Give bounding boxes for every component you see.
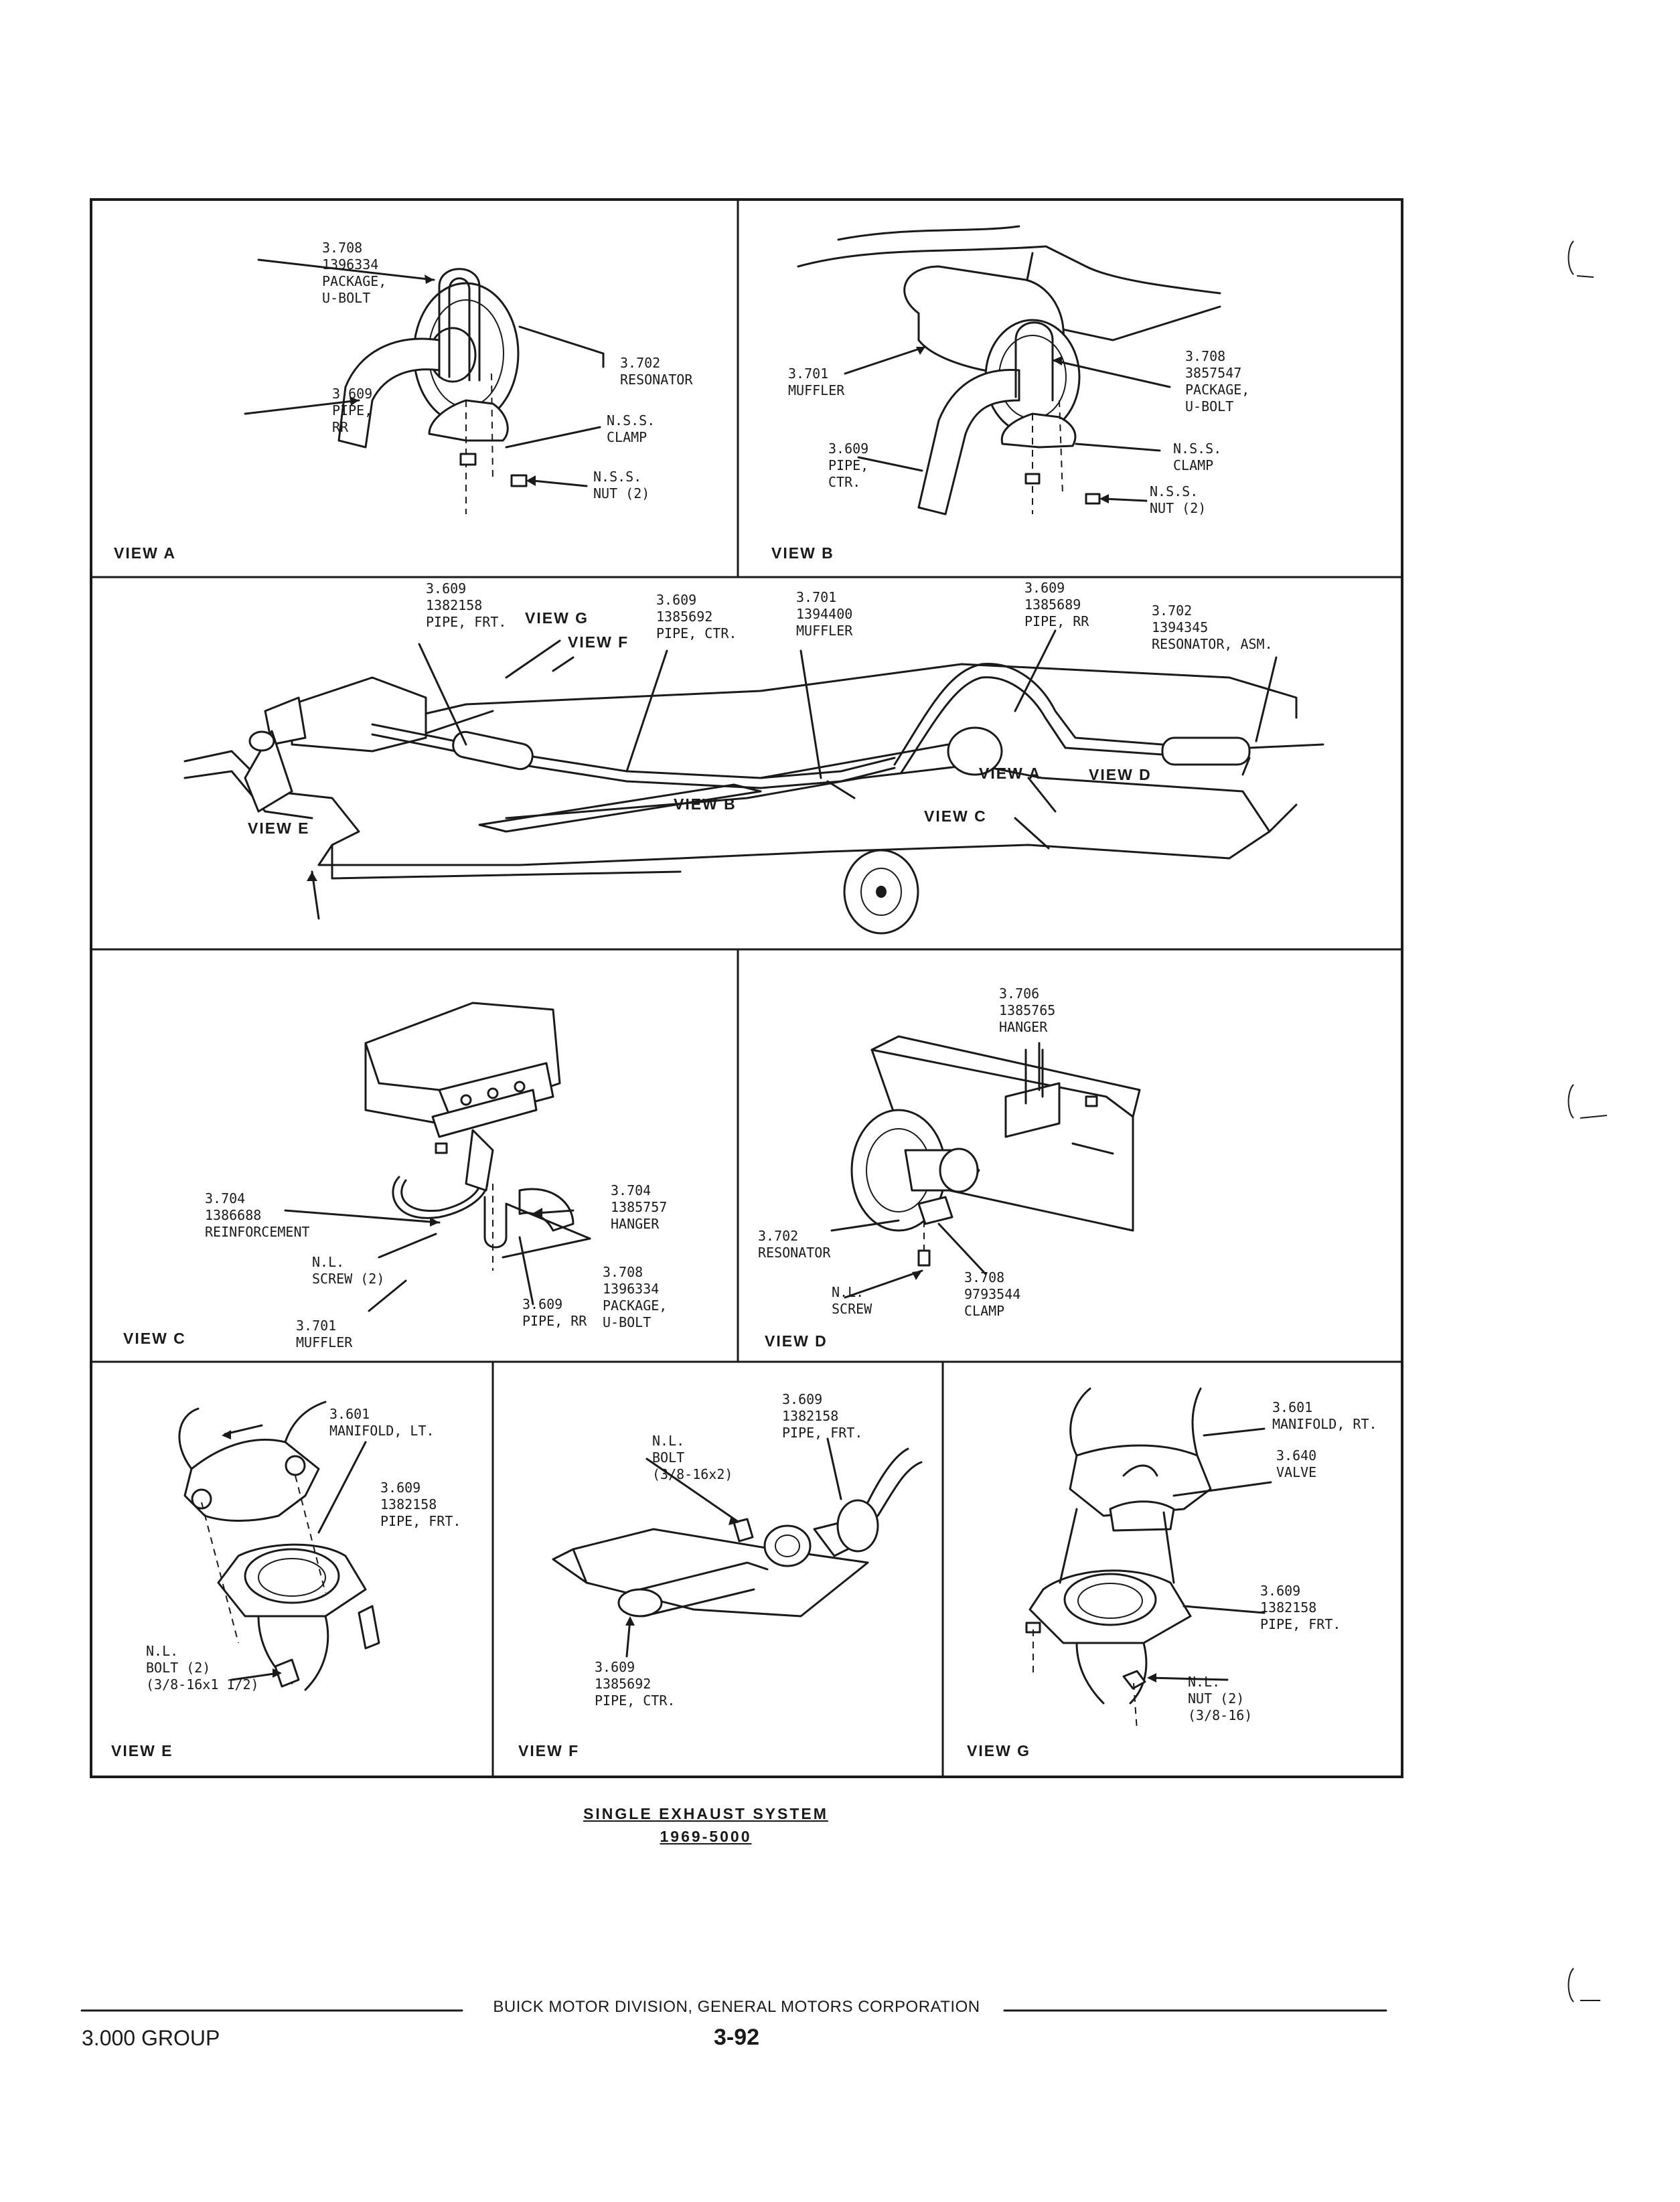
overview-view-b-label: VIEW B [674,795,737,813]
view-g-title: VIEW G [967,1742,1031,1759]
view-g-pipe-label: 3.609 1382158 PIPE, FRT. [1260,1583,1341,1632]
overview-pipe-rr-label: 3.609 1385689 PIPE, RR [1024,580,1089,629]
view-c-screw-label: N.L. SCREW (2) [312,1254,385,1287]
overview-resonator-label: 3.702 1394345 RESONATOR, ASM. [1152,603,1273,652]
view-a-nut-label: N.S.S. NUT (2) [593,469,650,501]
overview-muffler-label: 3.701 1394400 MUFFLER [796,589,853,639]
view-c-hanger-label: 3.704 1385757 HANGER [611,1182,668,1232]
overview-view-e-label: VIEW E [248,819,310,837]
footer-group: 3.000 GROUP [82,2026,220,2050]
view-a-title: VIEW A [114,544,176,562]
view-c-muffler-label: 3.701 MUFFLER [296,1318,353,1350]
view-e-bolt-label: N.L. BOLT (2) (3/8-16x1 1/2) [146,1643,259,1693]
overview-pipe-ctr-label: 3.609 1385692 PIPE, CTR. [656,592,737,641]
view-d-resonator-label: 3.702 RESONATOR [758,1228,831,1261]
overview-view-c-label: VIEW C [924,807,987,825]
view-a-drawing [244,258,605,514]
diagram-frame [90,198,1403,1778]
overview-drawing [183,629,1324,935]
view-c-reinforcement-label: 3.704 1386688 REINFORCEMENT [205,1190,310,1240]
footer-page-number: 3-92 [713,2025,760,2050]
view-f-pipe-frt-label: 3.609 1382158 PIPE, FRT. [782,1391,863,1441]
view-d-screw-label: N.L. SCREW [832,1284,872,1317]
view-g-nut-label: N.L. NUT (2) (3/8-16) [1188,1674,1253,1723]
view-b-ubolt-label: 3.708 3857547 PACKAGE, U-BOLT [1185,348,1250,414]
view-e-title: VIEW E [111,1742,173,1759]
view-b-clamp-label: N.S.S. CLAMP [1173,441,1222,473]
view-d-hanger-label: 3.706 1385765 HANGER [999,986,1056,1035]
view-d-title: VIEW D [765,1332,828,1350]
view-f-pipe-ctr-label: 3.609 1385692 PIPE, CTR. [595,1659,676,1709]
view-a-clamp-label: N.S.S. CLAMP [607,412,656,445]
view-f-bolt-label: N.L. BOLT (3/8-16x2) [652,1433,733,1482]
view-b-nut-label: N.S.S. NUT (2) [1150,483,1207,516]
view-b-muffler-label: 3.701 MUFFLER [788,366,845,398]
view-e-manifold-label: 3.601 MANIFOLD, LT. [329,1406,435,1439]
overview-view-a-label: VIEW A [979,765,1041,782]
view-f-panel: 3.609 1382158 PIPE, FRT. N.L. BOLT (3/8-… [493,1362,943,1777]
overview-view-f-label: VIEW F [568,633,629,651]
view-c-panel: 3.704 1386688 REINFORCEMENT 3.704 138575… [91,949,738,1362]
binder-hole-marks [1568,240,1608,2002]
view-b-pipe-label: 3.609 PIPE, CTR. [828,441,869,490]
view-c-title: VIEW C [123,1330,186,1347]
view-e-pipe-label: 3.609 1382158 PIPE, FRT. [380,1480,461,1529]
figure-caption-code: 1969-5000 [660,1828,752,1845]
overview-pipe-frt-label: 3.609 1382158 PIPE, FRT. [426,580,507,630]
view-f-title: VIEW F [518,1742,580,1759]
view-d-clamp-label: 3.708 9793544 CLAMP [964,1269,1021,1319]
view-c-ubolt-label: 3.708 1396334 PACKAGE, U-BOLT [603,1264,668,1330]
view-b-title: VIEW B [771,544,834,562]
view-g-drawing [1025,1387,1272,1731]
view-e-drawing [178,1401,380,1691]
footer-division: BUICK MOTOR DIVISION, GENERAL MOTORS COR… [493,1998,980,2016]
view-c-pipe-label: 3.609 PIPE, RR [522,1296,587,1329]
view-c-drawing [284,1002,591,1312]
view-d-drawing [830,1035,1141,1299]
figure-caption-title: SINGLE EXHAUST SYSTEM [583,1805,828,1822]
view-a-pipe-label: 3.609 PIPE, RR [332,386,373,435]
overview-view-g-label: VIEW G [525,609,589,627]
view-g-panel: 3.601 MANIFOLD, RT. 3.640 VALVE 3.609 13… [943,1362,1402,1777]
overview-panel: 3.609 1382158 PIPE, FRT. 3.609 1385692 P… [91,577,1402,949]
view-a-ubolt-label: 3.708 1396334 PACKAGE, U-BOLT [322,240,387,306]
view-g-manifold-label: 3.601 MANIFOLD, RT. [1272,1399,1377,1432]
view-b-panel: 3.701 MUFFLER 3.708 3857547 PACKAGE, U-B… [738,200,1402,577]
view-g-valve-label: 3.640 VALVE [1276,1447,1317,1480]
view-a-resonator-label: 3.702 RESONATOR [620,355,693,388]
view-f-drawing [552,1437,923,1658]
overview-view-d-label: VIEW D [1089,766,1152,783]
view-a-panel: 3.708 1396334 PACKAGE, U-BOLT 3.609 PIPE… [91,200,738,577]
view-e-panel: 3.601 MANIFOLD, LT. 3.609 1382158 PIPE, … [91,1362,493,1777]
view-d-panel: 3.706 1385765 HANGER 3.702 RESONATOR N.L… [738,949,1402,1362]
view-b-drawing [797,225,1221,516]
